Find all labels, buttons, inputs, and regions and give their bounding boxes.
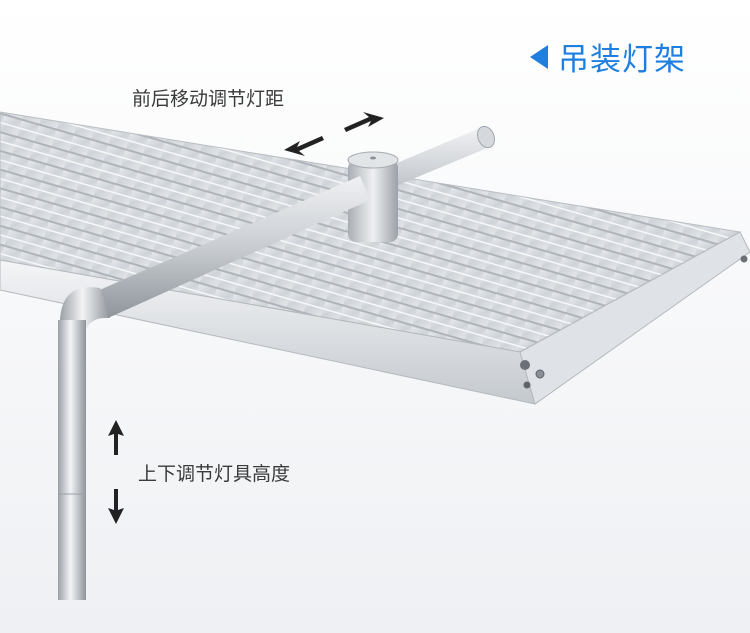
double-arrow-horizontal-icon <box>284 112 384 156</box>
left-triangle-icon <box>530 44 548 69</box>
vertical-adjust-label: 上下调节灯具高度 <box>138 463 291 485</box>
double-arrow-vertical-icon <box>108 420 124 524</box>
title-text: 吊装灯架 <box>558 42 686 78</box>
page-title: 吊装灯架 <box>530 34 686 79</box>
horizontal-adjust-label: 前后移动调节灯距 <box>132 88 285 110</box>
